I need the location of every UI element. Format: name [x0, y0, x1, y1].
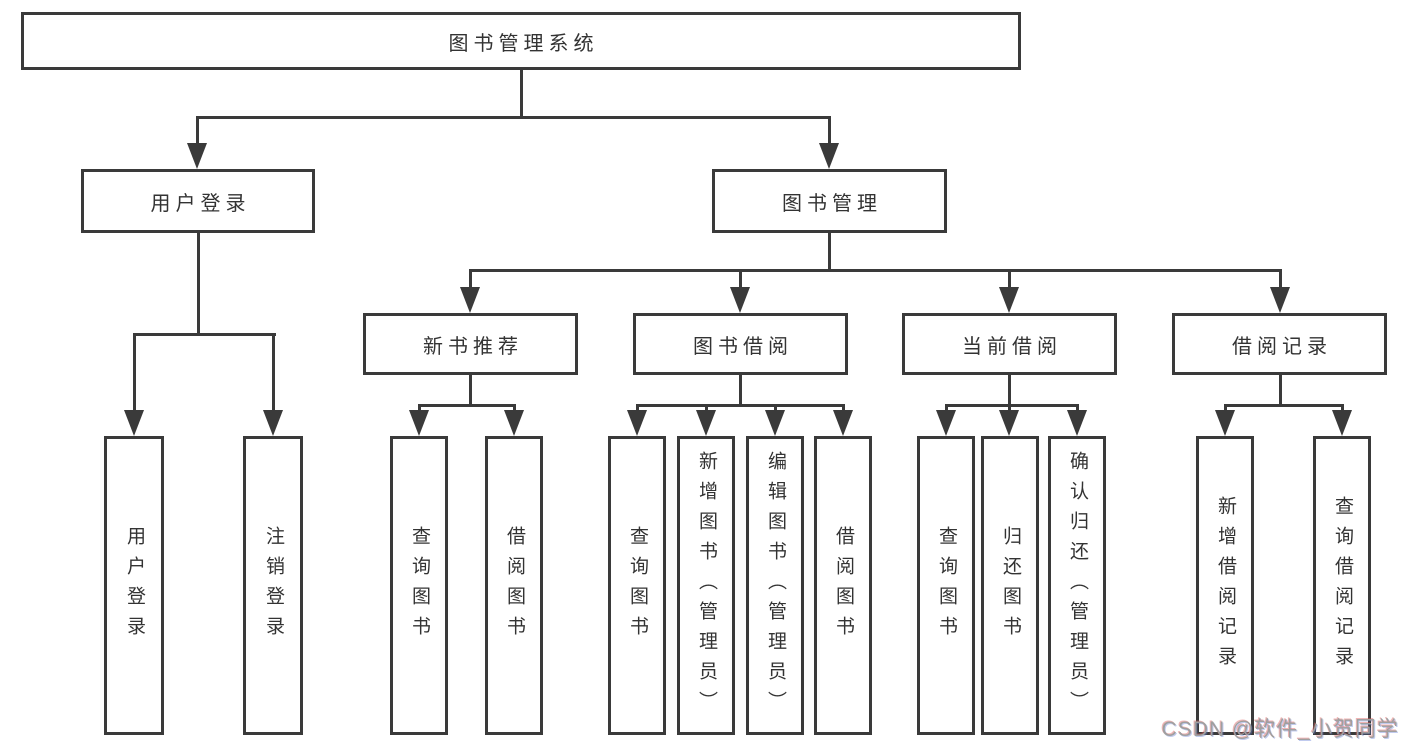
- node-new-book-recommend-label: 新书推荐: [423, 335, 523, 358]
- leaf-edit-book-admin-label: 编辑图书（管理员）: [764, 450, 786, 721]
- watermark-text: CSDN @软件_小贺同学: [1161, 718, 1399, 741]
- leaf-borrow-books-label: 借阅图书: [832, 525, 854, 646]
- leaf-add-borrow-record: 新增借阅记录: [1196, 436, 1254, 735]
- leaf-query-borrow-record-label: 查询借阅记录: [1331, 495, 1353, 676]
- leaf-query-books-current: 查询图书: [917, 436, 975, 735]
- arrow-down-icon: [460, 287, 480, 313]
- connector-line: [196, 116, 831, 119]
- arrow-down-icon: [504, 410, 524, 436]
- node-user-login-label: 用户登录: [150, 192, 251, 215]
- leaf-query-books-borrow-label: 查询图书: [626, 525, 648, 646]
- arrow-down-icon: [833, 410, 853, 436]
- connector-line: [469, 375, 472, 406]
- connector-line: [196, 116, 199, 146]
- arrow-down-icon: [936, 410, 956, 436]
- leaf-query-borrow-record: 查询借阅记录: [1313, 436, 1371, 735]
- leaf-logout: 注销登录: [243, 436, 303, 735]
- connector-line: [1224, 404, 1227, 414]
- node-borrow-records-label: 借阅记录: [1232, 335, 1332, 358]
- leaf-query-books-current-label: 查询图书: [935, 525, 957, 646]
- leaf-borrow-books: 借阅图书: [814, 436, 872, 735]
- connector-line: [1341, 404, 1344, 414]
- node-user-login: 用户登录: [81, 169, 315, 233]
- connector-line: [1224, 404, 1344, 407]
- node-book-management: 图书管理: [712, 169, 947, 233]
- arrow-down-icon: [765, 410, 785, 436]
- connector-line: [418, 404, 516, 407]
- connector-line: [133, 333, 136, 410]
- leaf-borrow-books-recommend: 借阅图书: [485, 436, 543, 735]
- leaf-return-book: 归还图书: [981, 436, 1039, 735]
- node-book-management-label: 图书管理: [782, 192, 882, 215]
- connector-line: [1279, 269, 1282, 289]
- arrow-down-icon: [819, 143, 839, 169]
- connector-line: [418, 404, 421, 414]
- leaf-add-borrow-record-label: 新增借阅记录: [1214, 495, 1236, 676]
- connector-line: [513, 404, 516, 414]
- connector-line: [636, 404, 845, 407]
- arrow-down-icon: [187, 143, 207, 169]
- connector-line: [1008, 375, 1011, 406]
- node-book-borrow-label: 图书借阅: [693, 335, 793, 358]
- connector-line: [469, 269, 472, 289]
- connector-line: [739, 269, 742, 289]
- node-current-borrow-label: 当前借阅: [962, 335, 1062, 358]
- connector-line: [945, 404, 948, 414]
- leaf-add-book-admin-label: 新增图书（管理员）: [695, 450, 717, 721]
- connector-line: [133, 333, 276, 336]
- connector-line: [1279, 375, 1282, 406]
- arrow-down-icon: [1270, 287, 1290, 313]
- connector-line: [739, 375, 742, 406]
- arrow-down-icon: [999, 287, 1019, 313]
- arrow-down-icon: [1332, 410, 1352, 436]
- node-root: 图书管理系统: [21, 12, 1021, 70]
- node-book-borrow: 图书借阅: [633, 313, 848, 375]
- connector-line: [828, 116, 831, 146]
- arrow-down-icon: [124, 410, 144, 436]
- leaf-query-books-recommend: 查询图书: [390, 436, 448, 735]
- leaf-borrow-books-recommend-label: 借阅图书: [503, 525, 525, 646]
- connector-line: [197, 233, 200, 336]
- node-new-book-recommend: 新书推荐: [363, 313, 578, 375]
- connector-line: [945, 404, 1079, 407]
- node-borrow-records: 借阅记录: [1172, 313, 1387, 375]
- leaf-confirm-return-admin: 确认归还（管理员）: [1048, 436, 1106, 735]
- leaf-user-login: 用户登录: [104, 436, 164, 735]
- arrow-down-icon: [409, 410, 429, 436]
- arrow-down-icon: [263, 410, 283, 436]
- node-current-borrow: 当前借阅: [902, 313, 1117, 375]
- connector-line: [272, 333, 275, 410]
- arrow-down-icon: [999, 410, 1019, 436]
- leaf-query-books-borrow: 查询图书: [608, 436, 666, 735]
- connector-line: [469, 269, 1282, 272]
- connector-line: [636, 404, 639, 414]
- arrow-down-icon: [1215, 410, 1235, 436]
- connector-line: [842, 404, 845, 414]
- leaf-confirm-return-admin-label: 确认归还（管理员）: [1066, 450, 1088, 721]
- leaf-query-books-recommend-label: 查询图书: [408, 525, 430, 646]
- connector-line: [1076, 404, 1079, 414]
- connector-line: [520, 70, 523, 117]
- connector-line: [828, 233, 831, 272]
- arrow-down-icon: [627, 410, 647, 436]
- leaf-logout-label: 注销登录: [262, 525, 284, 646]
- node-root-label: 图书管理系统: [448, 32, 599, 55]
- arrow-down-icon: [1067, 410, 1087, 436]
- leaf-return-book-label: 归还图书: [999, 525, 1021, 646]
- connector-line: [1008, 404, 1011, 414]
- connector-line: [705, 404, 708, 414]
- leaf-add-book-admin: 新增图书（管理员）: [677, 436, 735, 735]
- leaf-user-login-label: 用户登录: [123, 525, 145, 646]
- arrow-down-icon: [730, 287, 750, 313]
- connector-line: [1008, 269, 1011, 289]
- arrow-down-icon: [696, 410, 716, 436]
- leaf-edit-book-admin: 编辑图书（管理员）: [746, 436, 804, 735]
- connector-line: [774, 404, 777, 414]
